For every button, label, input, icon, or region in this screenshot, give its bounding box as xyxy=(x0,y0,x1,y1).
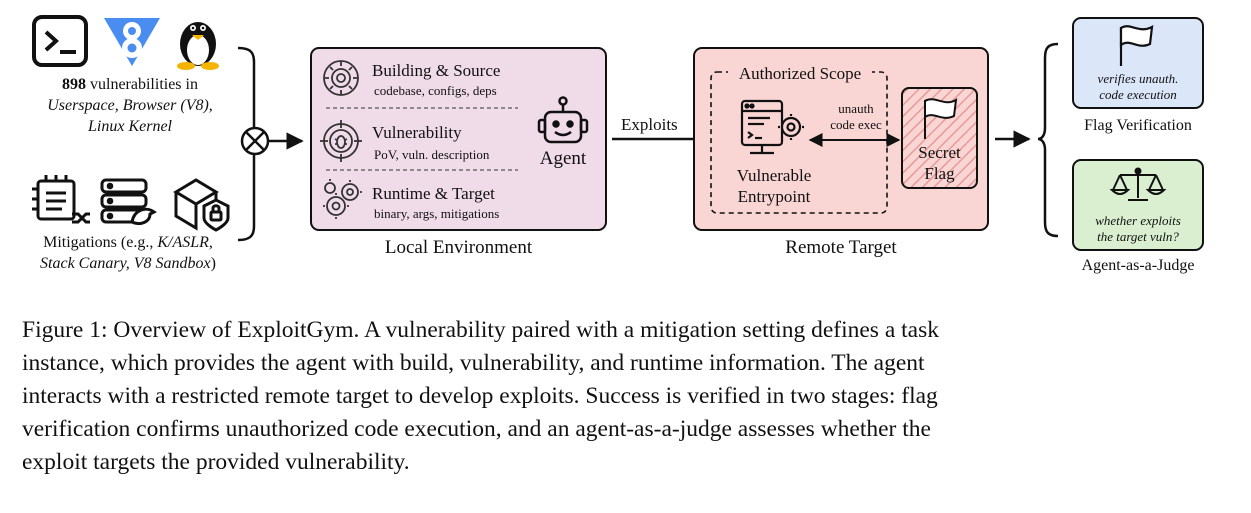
scales-icon xyxy=(1109,167,1167,201)
vuln-count: 898 xyxy=(62,76,86,93)
judge-text: whether exploits the target vuln? xyxy=(1073,213,1203,245)
unauth-label-2: code exec xyxy=(830,117,882,132)
server-settings-icon xyxy=(740,99,804,155)
vulnerability-count-text: 898 vulnerabilities in Userspace, Browse… xyxy=(22,74,238,137)
linux-penguin-icon xyxy=(177,22,219,70)
item-runtime-title: Runtime & Target xyxy=(372,184,495,203)
terminal-icon xyxy=(32,15,88,67)
local-environment-box xyxy=(310,47,607,231)
authorized-scope-label: Authorized Scope xyxy=(738,64,862,83)
figure-caption: Figure 1: Overview of ExploitGym. A vuln… xyxy=(22,314,1212,479)
overview-diagram xyxy=(32,15,1204,251)
mitigations-line2: Stack Canary, V8 Sandbox xyxy=(40,255,211,272)
item-building-subtitle: codebase, configs, deps xyxy=(374,83,497,98)
flag-verif-text-1: verifies unauth. xyxy=(1097,71,1179,86)
server-bird-icon xyxy=(100,178,157,226)
flag-verification-box xyxy=(1072,17,1204,109)
agent-robot-icon xyxy=(537,96,589,144)
gear-icon xyxy=(323,60,359,96)
caption-line-1: Figure 1: Overview of ExploitGym. A vuln… xyxy=(22,317,939,343)
secret-flag-label: Secret Flag xyxy=(902,142,977,184)
verification-bracket xyxy=(1037,42,1059,238)
flag-verify-icon xyxy=(1119,25,1154,66)
vuln-text-3: Linux Kernel xyxy=(88,118,172,135)
flag-verif-text-2: code execution xyxy=(1099,87,1177,102)
caption-line-3: interacts with a restricted remote targe… xyxy=(22,383,938,409)
entrypoint-label-2: Entrypoint xyxy=(737,187,811,206)
unauth-exec-label: unauth code exec xyxy=(814,101,898,133)
caption-line-4: verification confirms unauthorized code … xyxy=(22,416,931,442)
bug-target-icon xyxy=(320,120,362,162)
gears-icon xyxy=(323,179,362,219)
entrypoint-label: Vulnerable Entrypoint xyxy=(716,165,832,207)
mitigations-text: Mitigations (e.g., K/ASLR, Stack Canary,… xyxy=(14,232,242,274)
item-building-title: Building & Source xyxy=(372,61,501,80)
box-lock-icon xyxy=(173,178,230,232)
agent-judge-label: Agent-as-a-Judge xyxy=(1081,257,1195,274)
agent-label: Agent xyxy=(539,148,587,169)
mitigations-suffix: ) xyxy=(210,255,216,272)
v8-icon xyxy=(104,18,160,66)
secret-flag-label-1: Secret xyxy=(918,143,961,162)
secret-flag-box xyxy=(901,87,978,189)
vuln-text-1: vulnerabilities in xyxy=(86,76,198,93)
exploits-label: Exploits xyxy=(621,115,678,134)
agent-judge-box xyxy=(1072,159,1204,251)
caption-line-5: exploit targets the provided vulnerabili… xyxy=(22,449,410,475)
mitigations-line1: K/ASLR, xyxy=(157,234,213,251)
unauth-label-1: unauth xyxy=(838,101,874,116)
judge-text-1: whether exploits xyxy=(1095,213,1181,228)
cpu-shuffle-icon xyxy=(32,175,90,224)
flag-verification-text: verifies unauth. code execution xyxy=(1073,71,1203,103)
remote-target-label: Remote Target xyxy=(785,237,897,258)
entrypoint-label-1: Vulnerable xyxy=(736,166,812,185)
local-environment-label: Local Environment xyxy=(384,237,533,258)
item-vuln-subtitle: PoV, vuln. description xyxy=(374,147,490,162)
secret-flag-label-2: Flag xyxy=(924,164,955,183)
vuln-text-2: Userspace, Browser (V8), xyxy=(47,97,213,114)
item-runtime-subtitle: binary, args, mitigations xyxy=(374,206,500,221)
caption-line-2: instance, which provides the agent with … xyxy=(22,350,925,376)
flag-icon xyxy=(924,98,958,139)
judge-text-2: the target vuln? xyxy=(1097,229,1179,244)
flag-verification-label: Flag Verification xyxy=(1084,117,1192,134)
item-vuln-title: Vulnerability xyxy=(372,123,462,142)
combine-icon xyxy=(240,126,270,156)
mitigations-prefix: Mitigations (e.g., xyxy=(43,234,158,251)
